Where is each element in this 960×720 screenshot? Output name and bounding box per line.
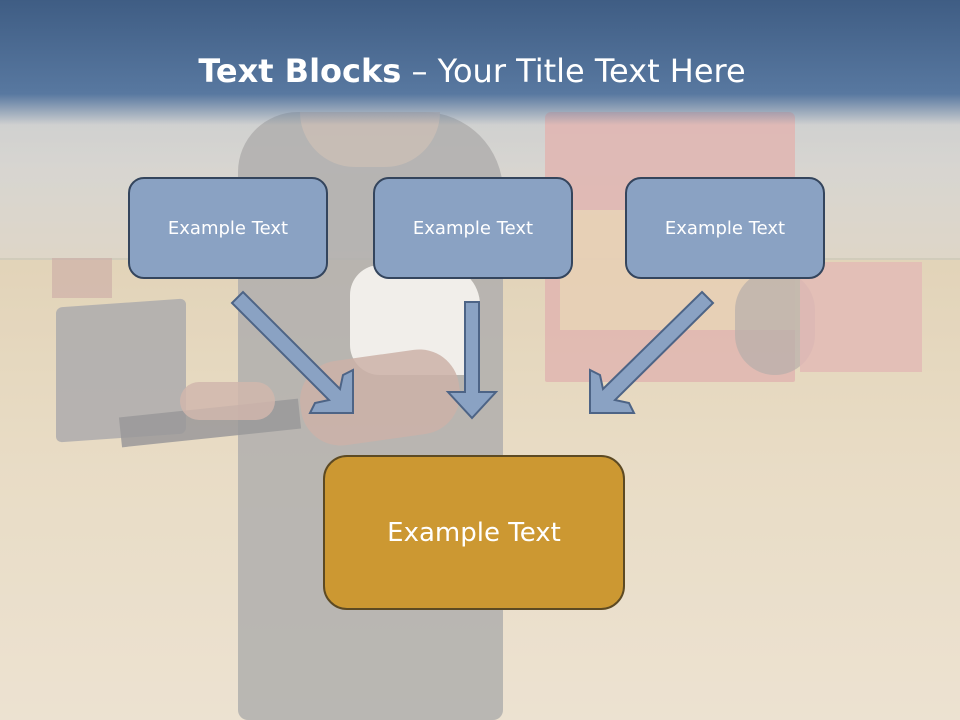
- text-block-2[interactable]: Example Text: [373, 177, 573, 279]
- arrow-right-icon: [589, 290, 715, 414]
- slide-title-rest: Your Title Text Here: [437, 52, 746, 90]
- target-text-block[interactable]: Example Text: [323, 455, 625, 610]
- background-distant-machine: [52, 258, 112, 298]
- background-hand: [180, 382, 275, 420]
- title-band: [0, 0, 960, 125]
- background-harvester-header: [800, 262, 922, 372]
- text-block-3-label: Example Text: [664, 217, 786, 239]
- text-block-2-label: Example Text: [412, 217, 534, 239]
- slide-title-bold: Text Blocks: [198, 52, 402, 90]
- slide-title: Text Blocks – Your Title Text Here: [0, 52, 944, 90]
- text-block-1-label: Example Text: [167, 217, 289, 239]
- arrow-left-icon: [230, 290, 354, 414]
- text-block-1[interactable]: Example Text: [128, 177, 328, 279]
- slide-title-dash: –: [401, 52, 438, 90]
- text-block-3[interactable]: Example Text: [625, 177, 825, 279]
- target-text-block-label: Example Text: [387, 517, 561, 548]
- arrow-center-icon: [445, 301, 499, 420]
